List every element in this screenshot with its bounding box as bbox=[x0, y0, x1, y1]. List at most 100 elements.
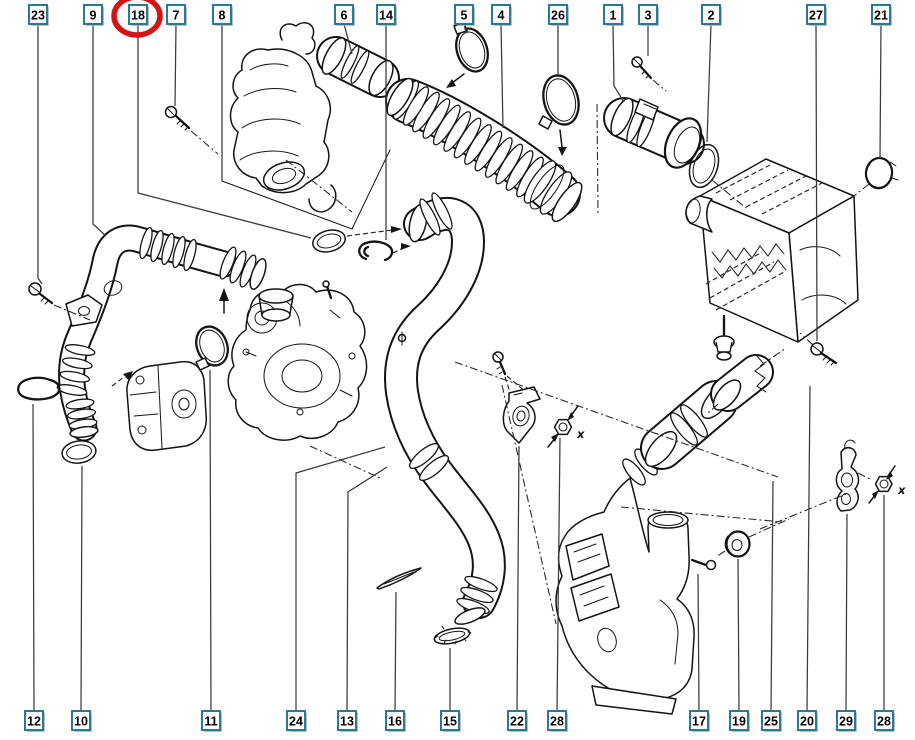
housing-screw-27 bbox=[799, 332, 838, 366]
callout-3-t11[interactable]: 3 bbox=[638, 4, 659, 56]
flange-nut-28-right bbox=[868, 465, 896, 504]
callout-10-b1[interactable]: 10 bbox=[71, 465, 92, 732]
callout-box-20[interactable] bbox=[797, 710, 817, 731]
bellows-rib bbox=[65, 398, 95, 410]
callout-box-10[interactable] bbox=[71, 710, 91, 731]
callout-18-t2[interactable]: 18 bbox=[128, 4, 312, 239]
duct-connector-20 bbox=[707, 347, 787, 414]
callout-28-b14[interactable]: 28 bbox=[874, 495, 895, 732]
bellows-rib bbox=[183, 238, 197, 272]
callout-15-b6[interactable]: 15 bbox=[440, 648, 461, 732]
callout-17-b9[interactable]: 17 bbox=[689, 573, 710, 732]
callout-box-28[interactable] bbox=[874, 710, 894, 731]
callout-23-t0[interactable]: 23 bbox=[28, 4, 49, 285]
bellows-rib bbox=[431, 192, 453, 230]
callout-number-18: 18 bbox=[131, 9, 145, 23]
callout-box-1[interactable] bbox=[603, 4, 623, 25]
callout-11-b2[interactable]: 11 bbox=[201, 369, 222, 732]
retaining-clip-14 bbox=[358, 240, 394, 262]
callout-number-23: 23 bbox=[31, 9, 45, 23]
callout-box-19[interactable] bbox=[729, 710, 749, 731]
callout-19-b10[interactable]: 19 bbox=[729, 558, 750, 732]
callout-5-t7[interactable]: 5 bbox=[454, 4, 475, 34]
callout-25-b11[interactable]: 25 bbox=[761, 480, 782, 732]
foam-block bbox=[565, 533, 610, 581]
direction-arrow-egr bbox=[111, 371, 133, 387]
leader-line-4 bbox=[500, 23, 504, 129]
callout-7-t3[interactable]: 7 bbox=[166, 4, 187, 107]
callout-box-2[interactable] bbox=[701, 4, 721, 25]
bellows-rib bbox=[64, 344, 96, 356]
callout-12-b0[interactable]: 12 bbox=[24, 403, 45, 732]
callout-24-b3[interactable]: 24 bbox=[286, 446, 386, 732]
callout-1-t10[interactable]: 1 bbox=[603, 4, 625, 103]
callout-4-t8[interactable]: 4 bbox=[491, 4, 512, 129]
maf-sensor-unit bbox=[603, 97, 705, 169]
duct-grommet-19 bbox=[715, 518, 790, 558]
flange-nut-28-left bbox=[547, 405, 579, 448]
callout-box-12[interactable] bbox=[24, 710, 44, 731]
callout-box-15[interactable] bbox=[440, 710, 460, 731]
callout-box-9[interactable] bbox=[83, 4, 103, 25]
callout-box-5[interactable] bbox=[454, 4, 474, 25]
callout-28-b8[interactable]: 28 bbox=[547, 437, 568, 732]
callout-number-10: 10 bbox=[74, 715, 88, 729]
callout-number-8: 8 bbox=[219, 9, 226, 23]
bellows-rib bbox=[56, 384, 88, 396]
callout-box-17[interactable] bbox=[689, 710, 709, 731]
leader-line-19 bbox=[737, 558, 740, 712]
callout-box-28[interactable] bbox=[547, 710, 567, 731]
callout-box-8[interactable] bbox=[212, 4, 232, 25]
construction-lines bbox=[285, 103, 847, 625]
callout-8-t4[interactable]: 8 bbox=[212, 4, 233, 181]
callout-22-b7[interactable]: 22 bbox=[507, 445, 528, 732]
bellows-rib bbox=[418, 454, 450, 482]
callout-box-24[interactable] bbox=[286, 710, 306, 731]
leader-line-18 bbox=[137, 24, 312, 239]
callout-box-4[interactable] bbox=[491, 4, 511, 25]
bellows-rib bbox=[350, 50, 370, 84]
foam-block bbox=[570, 573, 620, 622]
callout-box-23[interactable] bbox=[28, 4, 48, 25]
callout-number-13: 13 bbox=[340, 715, 354, 729]
callout-number-27: 27 bbox=[809, 9, 823, 23]
callout-box-13[interactable] bbox=[337, 710, 357, 731]
callout-box-7[interactable] bbox=[166, 4, 186, 25]
callout-14-t6[interactable]: 14 bbox=[376, 4, 397, 240]
callout-21-t14[interactable]: 21 bbox=[871, 4, 892, 159]
callout-box-29[interactable] bbox=[836, 710, 856, 731]
callout-6-t5[interactable]: 6 bbox=[334, 4, 355, 55]
callout-number-29: 29 bbox=[839, 715, 853, 729]
callout-box-18[interactable] bbox=[128, 4, 148, 25]
highlight-circle-18 bbox=[111, 0, 163, 38]
callout-26-t9[interactable]: 26 bbox=[548, 4, 569, 74]
callout-13-b4[interactable]: 13 bbox=[337, 466, 388, 732]
callout-box-11[interactable] bbox=[201, 710, 221, 731]
bellows-rib bbox=[679, 404, 709, 438]
pipe-o-ring-10 bbox=[61, 440, 97, 464]
maf-o-ring-2 bbox=[688, 143, 720, 189]
bellows-rib bbox=[139, 226, 153, 260]
callout-20-b12[interactable]: 20 bbox=[797, 385, 818, 732]
blanking-cap-21 bbox=[848, 156, 899, 201]
callout-box-26[interactable] bbox=[548, 4, 568, 25]
callout-box-6[interactable] bbox=[334, 4, 354, 25]
callout-29-b13[interactable]: 29 bbox=[836, 513, 857, 732]
bellows-rib bbox=[460, 586, 494, 604]
callout-box-25[interactable] bbox=[761, 710, 781, 731]
callout-box-27[interactable] bbox=[806, 4, 826, 25]
callout-2-t12[interactable]: 2 bbox=[701, 4, 722, 143]
callout-box-16[interactable] bbox=[385, 710, 405, 731]
callout-box-21[interactable] bbox=[871, 4, 891, 25]
callout-box-22[interactable] bbox=[507, 710, 527, 731]
bellows-rib bbox=[229, 250, 247, 284]
callout-box-14[interactable] bbox=[376, 4, 396, 25]
callout-27-t13[interactable]: 27 bbox=[806, 4, 827, 342]
flange-gasket bbox=[308, 184, 337, 213]
callout-16-b5[interactable]: 16 bbox=[385, 591, 406, 732]
annotation-layer: xx bbox=[576, 427, 906, 497]
callout-box-3[interactable] bbox=[638, 4, 658, 25]
bellows-rib bbox=[622, 458, 646, 486]
callout-9-t1[interactable]: 9 bbox=[83, 4, 107, 237]
